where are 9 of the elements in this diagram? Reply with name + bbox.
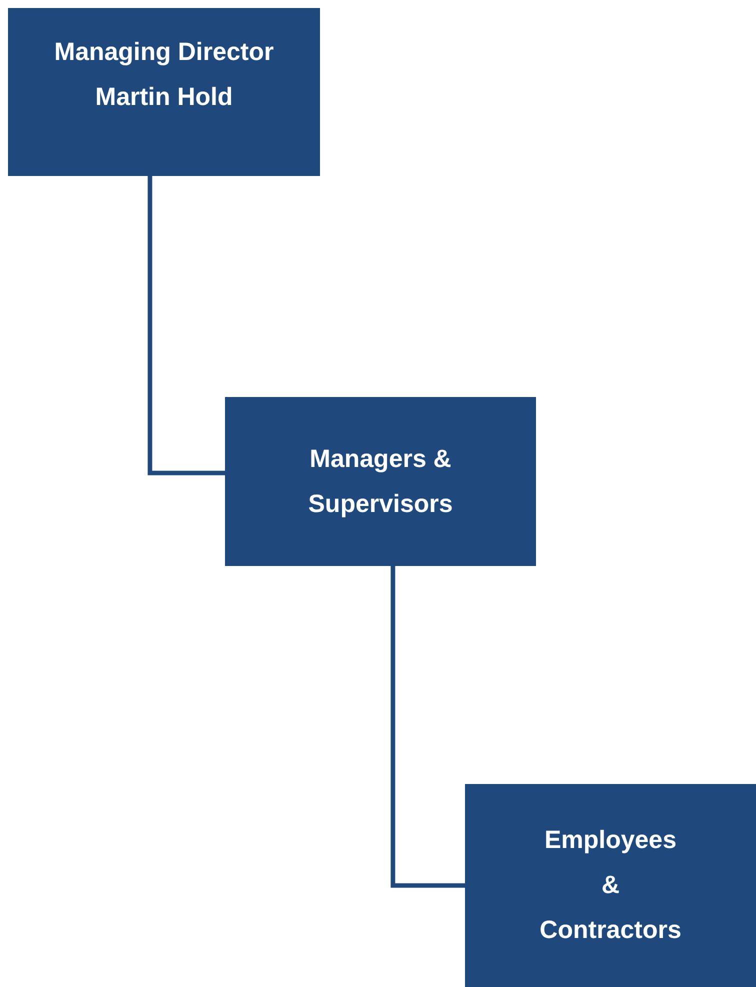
connector-line: [390, 566, 465, 888]
role-title: Managing Director: [54, 37, 274, 68]
org-box: [8, 8, 320, 176]
connector-line: [148, 176, 225, 476]
group-title: Managers & Supervisors: [308, 444, 453, 520]
person-name: Martin Hold: [95, 82, 233, 113]
group-title: Employees & Contractors: [540, 825, 682, 946]
org-box: [225, 397, 536, 566]
org-box: [465, 784, 756, 987]
